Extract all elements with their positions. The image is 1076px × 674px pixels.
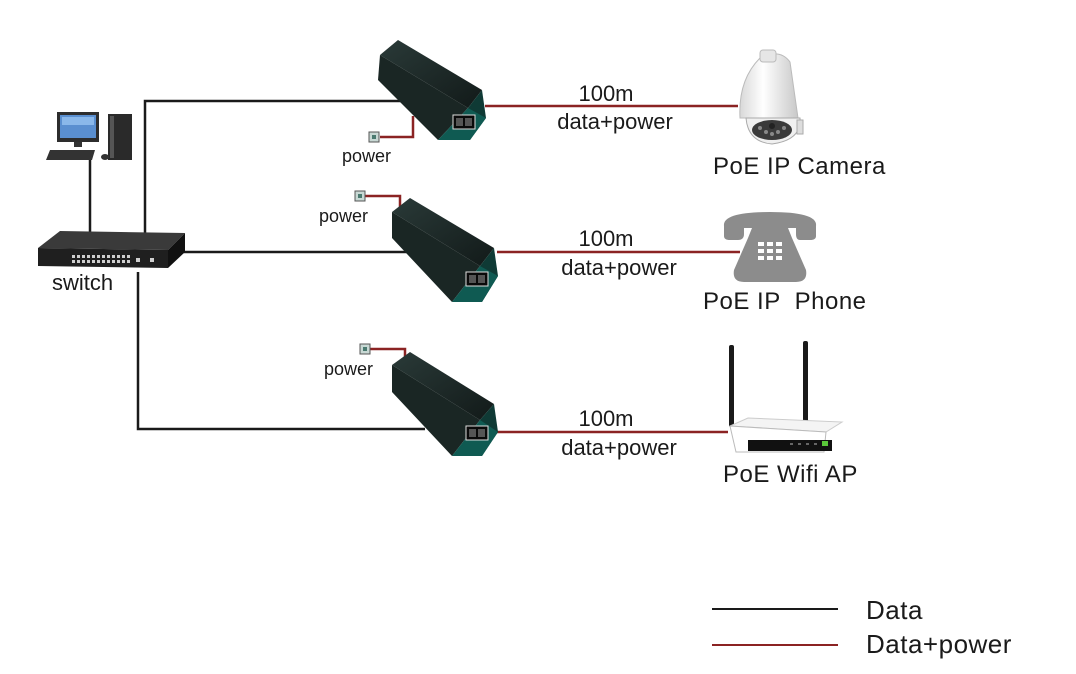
desktop-computer-icon — [46, 112, 132, 160]
poe-injector-2 — [392, 198, 498, 302]
poe-injector-3 — [392, 352, 498, 456]
data-lines — [88, 99, 425, 431]
data-line-switch-to-injector-1 — [143, 99, 405, 236]
power-label-2: power — [319, 206, 369, 226]
power-cord-2 — [362, 194, 402, 210]
poe-injector-1 — [378, 40, 486, 140]
distance-label-2: 100m — [578, 226, 634, 251]
telephone-icon — [723, 212, 817, 282]
power-cord-1 — [380, 116, 415, 139]
device-label-ap: PoE Wifi AP — [723, 461, 858, 488]
power-label-1: power — [342, 146, 392, 166]
wifi-router-icon — [729, 341, 844, 453]
legend-label-power: Data+power — [866, 629, 1012, 659]
distance-label-3: 100m — [578, 406, 634, 431]
power-label-3: power — [324, 359, 374, 379]
switch-ports — [72, 255, 154, 263]
power-outlet-icon — [354, 190, 366, 202]
legend — [712, 608, 838, 646]
cable-label-3: data+power — [561, 435, 677, 460]
legend-label-data: Data — [866, 595, 923, 625]
cable-label-2: data+power — [561, 255, 677, 280]
device-label-camera: PoE IP Camera — [713, 153, 886, 180]
cable-label-1: data+power — [557, 109, 673, 134]
distance-label-1: 100m — [578, 81, 634, 106]
dome-camera-icon — [739, 49, 804, 145]
power-outlet-icon — [359, 343, 371, 355]
device-label-phone: PoE IP Phone — [703, 288, 867, 315]
power-outlet-icon — [368, 131, 380, 143]
switch-label: switch — [52, 270, 114, 295]
network-switch-icon — [38, 231, 185, 268]
data-line-switch-to-injector-3 — [136, 272, 425, 431]
